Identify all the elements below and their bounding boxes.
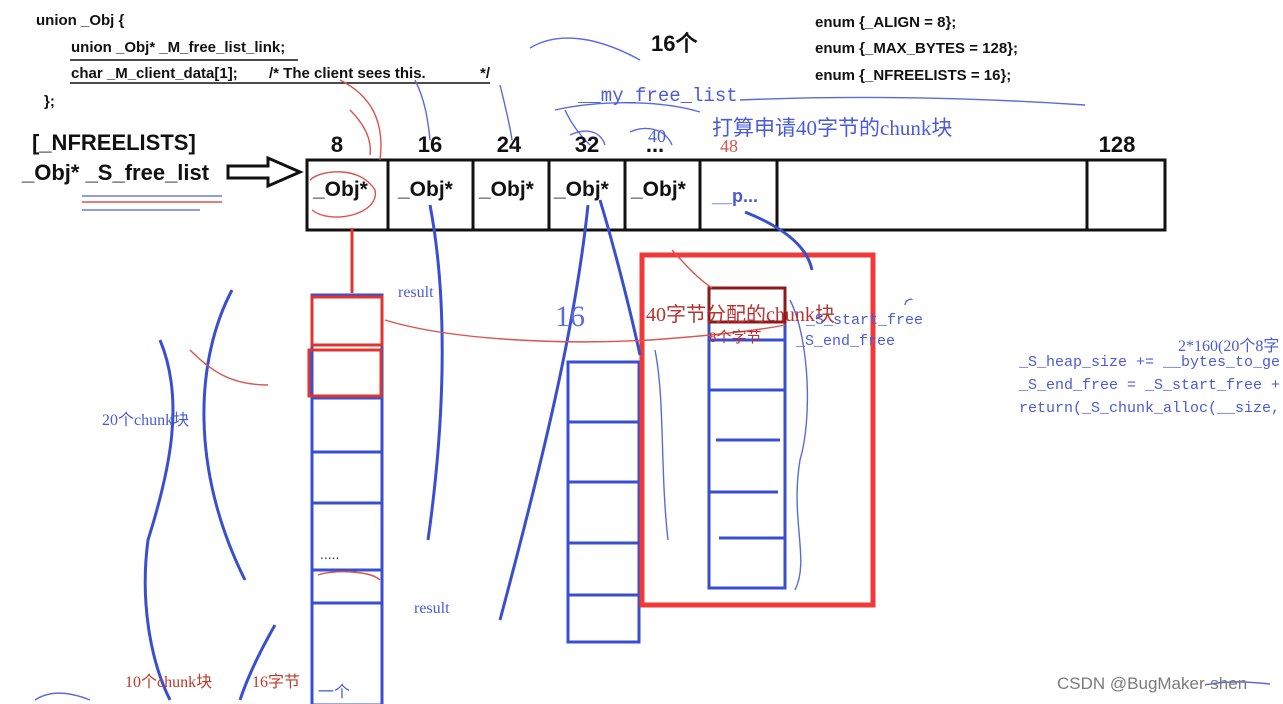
index-40-note: 40: [648, 126, 666, 146]
index-label: 32: [574, 132, 600, 157]
first-40-chunk: [707, 286, 787, 324]
bytes-8-label: 8个字节: [709, 330, 762, 346]
array-cell: _Obj*: [479, 178, 534, 201]
index-label: 24: [496, 132, 522, 157]
request-note: 打算申请40字节的chunk块: [712, 116, 953, 140]
code-union-close: };: [44, 93, 55, 110]
enum-max-bytes: enum {_MAX_BYTES = 128};: [815, 40, 1018, 57]
code-client-comment-end: */: [480, 65, 491, 82]
bytes-16-label: 16字节: [252, 674, 301, 691]
side-code-line3: return(_S_chunk_alloc(__size,: [1019, 400, 1281, 417]
start-free-label: _S_start_free: [806, 312, 924, 329]
index-48-note: 48: [720, 136, 738, 156]
end-free-label: _S_end_free: [796, 333, 896, 350]
free-list-size: [_NFREELISTS]: [32, 130, 196, 155]
array-cell: _Obj*: [313, 178, 368, 201]
alloc-40-frame: [639, 252, 876, 608]
chunk-column-32: [566, 360, 641, 644]
chunk-column-8: [310, 293, 384, 704]
alloc-40-label: 40字节分配的chunk块: [646, 304, 835, 326]
result-label-bottom: result: [414, 600, 450, 617]
side-code-line0: 2*160(20个8字: [1178, 338, 1280, 355]
watermark: CSDN @BugMaker-shen: [1057, 674, 1248, 693]
second-chunk-highlight: [307, 348, 383, 398]
free-list-name: _Obj* _S_free_list: [22, 160, 210, 185]
index-label: 128: [1098, 132, 1136, 157]
index-label: 8: [330, 132, 344, 157]
my-free-list-label: __my_free_list: [578, 85, 738, 107]
code-union-open: union _Obj {: [36, 12, 125, 29]
array-cell: _Obj*: [398, 178, 453, 201]
array-cell: _Obj*: [554, 178, 609, 201]
pen-strokes: [143, 199, 814, 704]
index-label: 16: [417, 132, 443, 157]
array-cell-p: __p...: [712, 186, 759, 206]
array-cell: _Obj*: [631, 178, 686, 201]
index-label: ...: [645, 132, 665, 157]
one-label: 一个: [318, 684, 351, 701]
pointer-arrow: [226, 155, 304, 189]
side-code-line1: _S_heap_size += __bytes_to_ge: [1019, 354, 1281, 371]
free-list-array: [305, 158, 1167, 232]
result-chunk-highlight: [310, 295, 384, 347]
hand-16-label: 16: [555, 300, 585, 333]
enum-nfreelists: enum {_NFREELISTS = 16};: [815, 67, 1012, 84]
side-code-line2: _S_end_free = _S_start_free +: [1019, 377, 1281, 394]
red-pen-strokes: [189, 79, 786, 581]
code-client-data: char _M_client_data[1];: [71, 65, 238, 82]
result-label-top: result: [398, 284, 434, 301]
chunks-20-label: 20个chunk块: [102, 412, 190, 429]
count-label: 16个: [651, 31, 698, 56]
code-free-list-link: union _Obj* _M_free_list_link;: [71, 39, 286, 56]
chunks-10-label: 10个chunk块: [125, 674, 213, 691]
pen-sketches: [34, 37, 1271, 701]
enum-align: enum {_ALIGN = 8};: [815, 14, 957, 31]
code-client-comment: /* The client sees this.: [269, 65, 426, 82]
ellipsis-label: .....: [320, 546, 340, 562]
